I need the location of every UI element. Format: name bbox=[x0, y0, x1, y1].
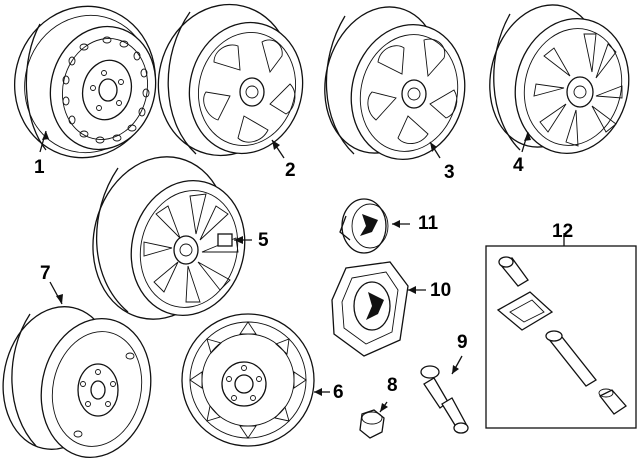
lug-nut-icon bbox=[359, 401, 388, 439]
alloy-wheel-split-spoke-icon bbox=[489, 4, 630, 155]
callout-3: 3 bbox=[444, 162, 455, 183]
callout-4: 4 bbox=[513, 155, 524, 176]
tpms-sensor-kit-icon bbox=[485, 233, 637, 429]
alloy-wheel-5-spoke-icon bbox=[324, 6, 466, 161]
callout-12: 12 bbox=[552, 221, 574, 242]
center-cap-large-icon bbox=[331, 261, 426, 357]
callout-8: 8 bbox=[387, 375, 398, 396]
callout-6: 6 bbox=[333, 382, 344, 403]
spare-wheel-icon bbox=[2, 281, 152, 459]
center-cap-small-icon bbox=[339, 198, 410, 254]
alloy-wheel-5-spoke-icon bbox=[157, 3, 304, 159]
alloy-wheel-multi-spoke-icon bbox=[92, 156, 252, 320]
callout-10: 10 bbox=[430, 280, 452, 301]
valve-stem-icon bbox=[420, 355, 469, 434]
steel-wheel-vented-icon bbox=[13, 5, 157, 159]
callout-5: 5 bbox=[258, 230, 269, 251]
wheel-cover-icon bbox=[181, 313, 330, 447]
callout-2: 2 bbox=[285, 160, 296, 181]
callout-1: 1 bbox=[34, 157, 45, 178]
callout-7: 7 bbox=[40, 263, 51, 284]
callout-9: 9 bbox=[457, 332, 468, 353]
callout-11: 11 bbox=[418, 213, 439, 234]
